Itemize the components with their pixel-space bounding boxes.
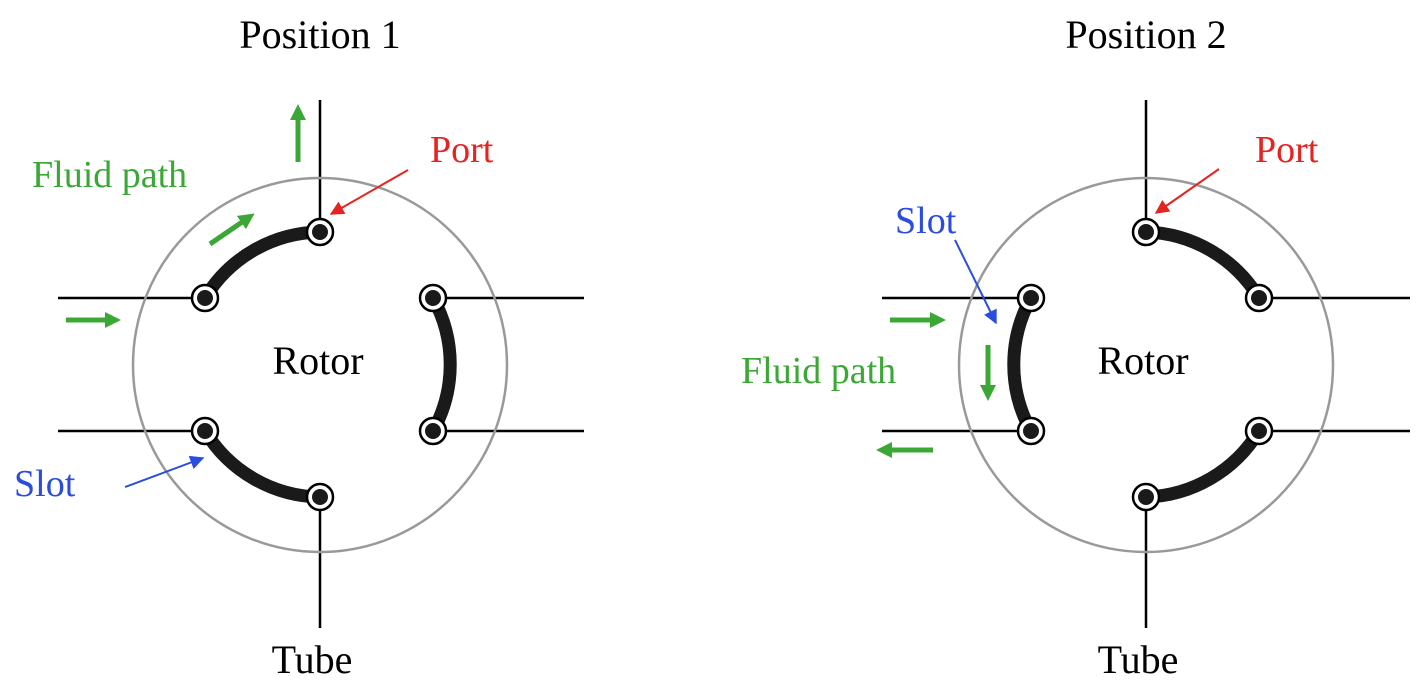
slot-pointer-arrow [954, 239, 997, 325]
port-right-upper [418, 283, 448, 313]
port-label: Port [430, 129, 494, 171]
fluid-path-label: Fluid path [741, 350, 896, 392]
position-2-panel: Position 2 Fluid path Port Slot Rotor [741, 12, 1410, 682]
slot-label: Slot [895, 200, 957, 242]
port-left-lower [190, 416, 220, 446]
rotor-circle [957, 176, 1335, 554]
fluid-arrow-slot [208, 213, 255, 247]
port-bottom [1131, 482, 1161, 512]
port-bottom [305, 482, 335, 512]
port-label: Port [1255, 129, 1319, 171]
slot-label: Slot [14, 463, 76, 505]
slot-upper-left [198, 225, 327, 305]
slot-lower-left [198, 424, 327, 504]
port-top [305, 217, 335, 247]
tube-label: Tube [272, 637, 353, 682]
slot-lower-right [1139, 424, 1266, 504]
port-left-upper [1016, 283, 1046, 313]
slot-upper-right [1139, 225, 1266, 305]
rotor-circle [131, 176, 509, 554]
port-pointer-arrow [329, 169, 409, 215]
slot-left [1007, 291, 1038, 438]
port-pointer-arrow [1154, 168, 1220, 214]
port-left-upper [190, 283, 220, 313]
port-top [1131, 217, 1161, 247]
port-right-lower [1244, 416, 1274, 446]
port-right-lower [418, 416, 448, 446]
rotor-label: Rotor [1097, 338, 1188, 383]
rotor-label: Rotor [272, 338, 363, 383]
position-2-title: Position 2 [1065, 12, 1226, 57]
tube-label: Tube [1098, 637, 1179, 682]
position-1-title: Position 1 [239, 12, 400, 57]
position-1-panel: Position 1 Fluid path Port Slot Rotor [14, 12, 584, 682]
slot-pointer-arrow [124, 455, 205, 488]
slot-right [426, 291, 457, 438]
fluid-path-label: Fluid path [32, 154, 187, 196]
port-left-lower [1016, 416, 1046, 446]
port-right-upper [1244, 283, 1274, 313]
